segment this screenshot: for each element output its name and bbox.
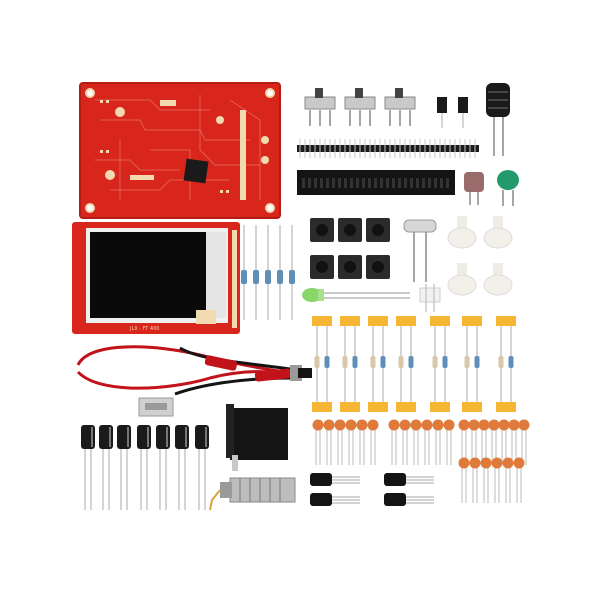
transistors — [310, 473, 434, 506]
ceramic-capacitor-green — [497, 170, 519, 206]
slide-switch-1 — [304, 88, 336, 126]
main-pcb-board — [79, 82, 281, 219]
female-header-strip — [297, 170, 455, 195]
electrolytic-capacitors — [81, 425, 209, 510]
bnc-connector — [209, 477, 296, 511]
dc-power-jack — [226, 404, 288, 471]
ceramic-disc-capacitors — [312, 419, 530, 503]
jumper-header-pair — [437, 97, 468, 128]
two-pin-connector — [419, 284, 441, 312]
slide-switch-2 — [344, 88, 376, 126]
mini-usb-connector — [138, 397, 174, 417]
nylon-standoffs — [447, 216, 513, 296]
tft-board-label: JLX · FT 400 — [129, 326, 159, 332]
vertical-resistor-leads — [241, 225, 295, 320]
inductor-coil — [486, 83, 510, 156]
film-capacitor-mauve — [464, 172, 484, 205]
long-pin-header — [297, 139, 479, 158]
taped-resistors — [312, 316, 516, 412]
tactile-buttons — [310, 218, 390, 279]
slide-switch-3 — [384, 88, 416, 126]
green-led — [302, 288, 410, 302]
crystal-oscillator — [403, 219, 437, 282]
probe-cable — [76, 345, 312, 396]
tft-display-board: JLX · FT 400 — [72, 222, 240, 334]
